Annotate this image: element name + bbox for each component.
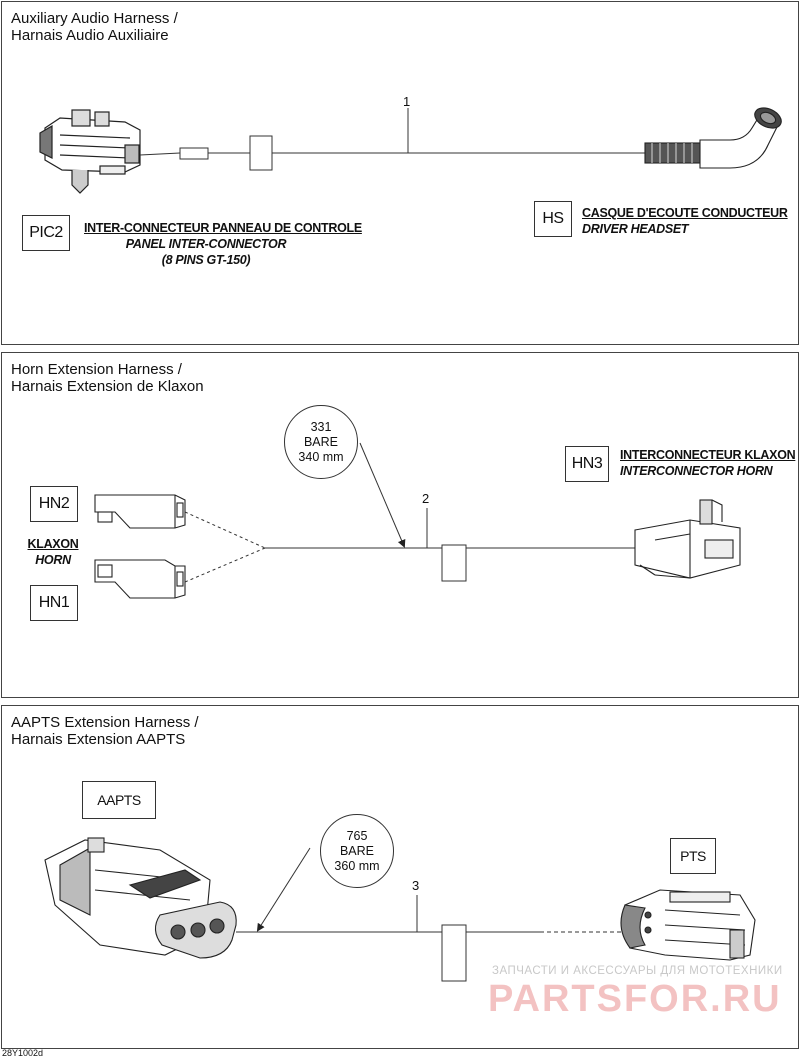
connector-code-hn2: HN2	[30, 486, 78, 522]
horn-spade-terminal-icon	[94, 559, 186, 599]
panel-title: Horn Extension Harness / Harnais Extensi…	[11, 361, 204, 395]
wire-item-2	[265, 442, 635, 582]
gt150-connector-icon	[39, 109, 141, 194]
wire-note-bubble: 331 BARE 340 mm	[284, 405, 358, 479]
hs-label-fr: CASQUE D'ECOUTE CONDUCTEUR	[582, 206, 788, 220]
hs-label-en: DRIVER HEADSET	[582, 222, 689, 236]
pic2-label-en: PANEL INTER-CONNECTOR	[125, 237, 287, 251]
hn3-label-fr: INTERCONNECTEUR KLAXON	[620, 448, 796, 462]
wire-note-bubble: 765 BARE 360 mm	[320, 814, 394, 888]
title-line-2: Harnais Audio Auxiliaire	[11, 27, 169, 44]
title-line-1: Horn Extension Harness /	[11, 361, 182, 378]
figure-code: 28Y1002d	[2, 1048, 44, 1058]
wire-note-line-1: 765	[346, 828, 368, 843]
wire-note-line-3: 360 mm	[334, 858, 380, 873]
connector-code-hn3: HN3	[565, 446, 609, 482]
aapts-connector-icon	[44, 837, 237, 959]
hn3-description: INTERCONNECTEUR KLAXON INTERCONNECTOR HO…	[620, 447, 796, 479]
item-number: 2	[422, 491, 430, 506]
connector-code-hn1: HN1	[30, 585, 78, 621]
horn-label: KLAXON HORN	[20, 536, 86, 568]
wire-note-line-3: 340 mm	[298, 449, 344, 464]
connector-code-hs: HS	[534, 201, 572, 237]
panel-title: AAPTS Extension Harness / Harnais Extens…	[11, 714, 199, 748]
wire-note-line-2: BARE	[339, 843, 375, 858]
horn-label-fr: KLAXON	[27, 537, 79, 551]
horn-spade-terminal-icon	[94, 494, 186, 529]
horn-label-en: HORN	[35, 553, 71, 567]
title-line-2: Harnais Extension de Klaxon	[11, 378, 204, 395]
title-line-1: AAPTS Extension Harness /	[11, 714, 199, 731]
panel-title: Auxiliary Audio Harness / Harnais Audio …	[11, 10, 178, 44]
pic2-label-fr: INTER-CONNECTEUR PANNEAU DE CONTROLE	[84, 221, 362, 235]
horn-dashed-leads	[184, 511, 266, 583]
item-number: 1	[403, 94, 411, 109]
wire-item-3	[236, 847, 625, 982]
connector-code-aapts: AAPTS	[82, 781, 156, 819]
hn3-label-en: INTERCONNECTOR HORN	[620, 464, 773, 478]
watermark-logo: PARTSFOR.RU	[488, 978, 782, 1020]
wire-note-line-2: BARE	[303, 434, 339, 449]
title-line-1: Auxiliary Audio Harness /	[11, 10, 178, 27]
wire-item-1	[139, 108, 645, 171]
horn-interconnector-icon	[634, 499, 741, 579]
pic2-label-note: (8 PINS GT-150)	[161, 253, 251, 267]
connector-code-pts: PTS	[670, 838, 716, 874]
item-number: 3	[412, 878, 420, 893]
wire-note-line-1: 331	[310, 419, 332, 434]
title-line-2: Harnais Extension AAPTS	[11, 731, 186, 748]
pts-connector-icon	[620, 889, 756, 961]
pic2-description: INTER-CONNECTEUR PANNEAU DE CONTROLE PAN…	[84, 220, 362, 268]
hs-description: CASQUE D'ECOUTE CONDUCTEUR DRIVER HEADSE…	[582, 205, 788, 237]
headset-plug-icon	[644, 107, 782, 169]
connector-code-pic2: PIC2	[22, 215, 70, 251]
watermark-tagline: ЗАПЧАСТИ И АКСЕССУАРЫ ДЛЯ МОТОТЕХНИКИ	[492, 965, 783, 977]
panel-auxiliary-audio-harness: Auxiliary Audio Harness / Harnais Audio …	[1, 1, 799, 345]
